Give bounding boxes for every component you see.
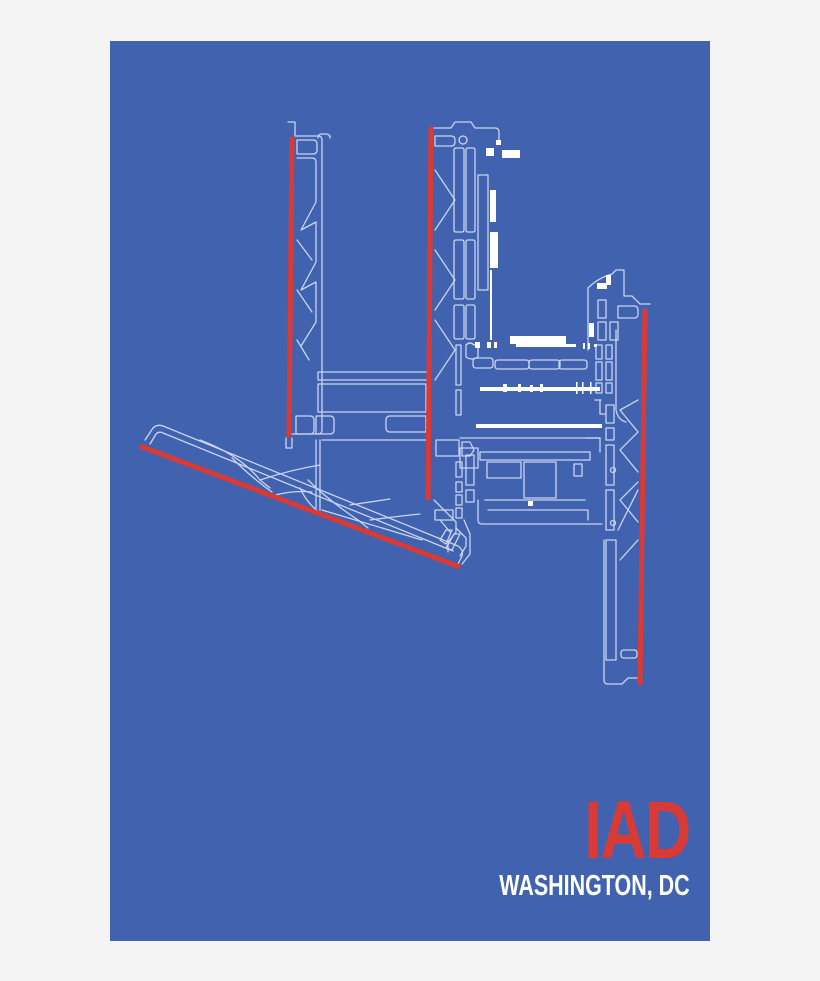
poster-background bbox=[110, 41, 710, 941]
runway-center bbox=[425, 126, 434, 501]
center-taxiways bbox=[432, 121, 603, 565]
terminal-buildings bbox=[475, 140, 611, 506]
runway-west bbox=[286, 136, 295, 438]
airport-code: IAD bbox=[584, 785, 691, 876]
runway-east bbox=[637, 308, 648, 686]
runway-crosswind bbox=[139, 443, 461, 570]
runways bbox=[139, 126, 648, 686]
crosswind-taxiways bbox=[144, 424, 464, 565]
city-label: WASHINGTON, DC bbox=[499, 870, 690, 902]
west-taxiways bbox=[285, 121, 431, 541]
